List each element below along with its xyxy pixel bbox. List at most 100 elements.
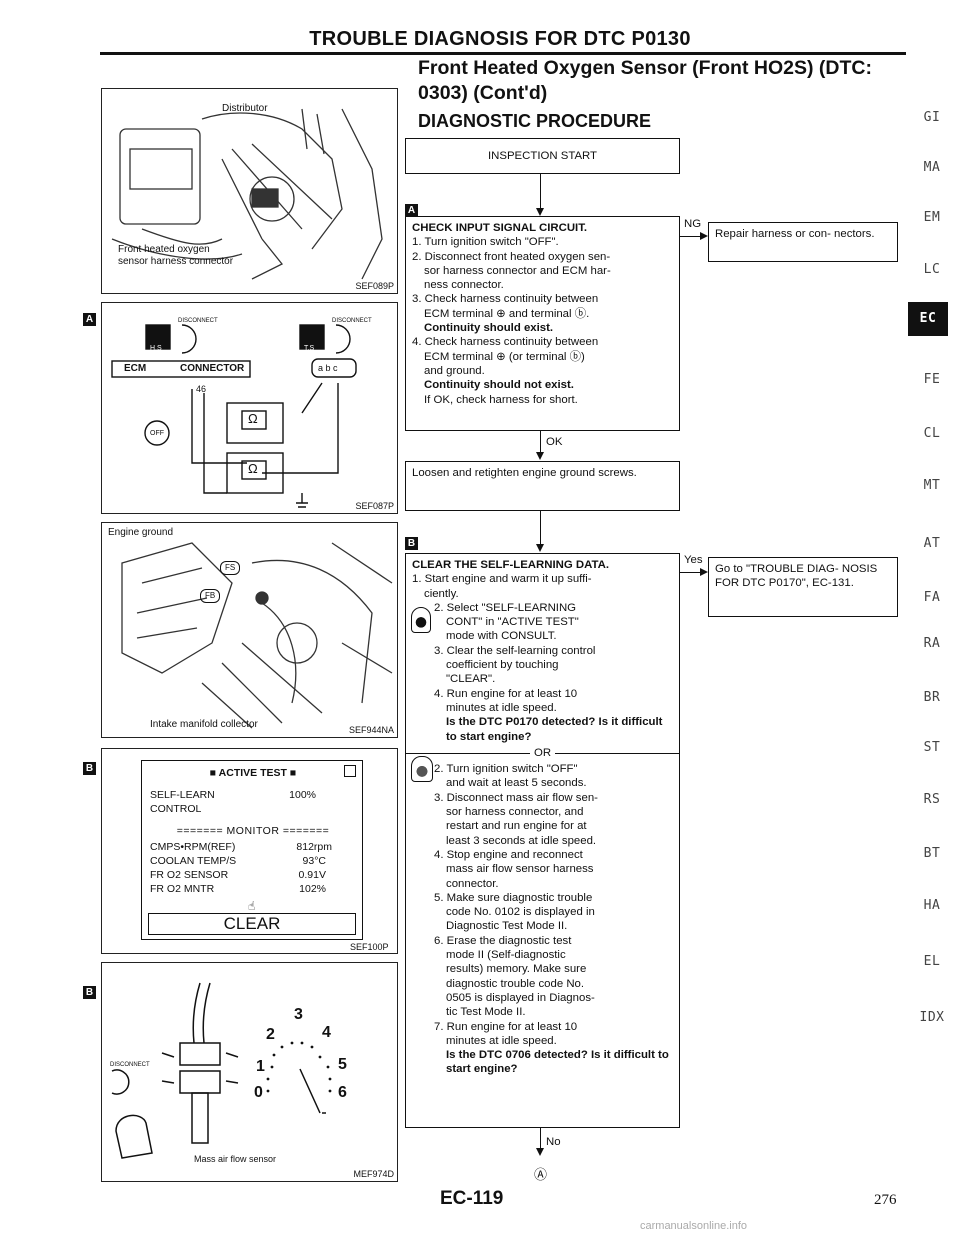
footer-page-number: 276 xyxy=(874,1192,897,1208)
gauge-tick-label: 0 xyxy=(254,1084,263,1101)
label-no: No xyxy=(546,1136,561,1148)
gauge-tick-label: 2 xyxy=(266,1026,275,1043)
flow-step-check-input: CHECK INPUT SIGNAL CIRCUIT. 1. Turn igni… xyxy=(405,216,680,431)
consult-checkbox-icon[interactable] xyxy=(344,765,356,777)
label-connector-2: sensor harness connector xyxy=(118,256,234,267)
consult-clear-button[interactable]: CLEAR xyxy=(148,913,356,935)
step-line: 3. Check harness continuity between xyxy=(412,293,599,306)
tab-gi[interactable]: GI xyxy=(923,110,941,125)
step-line: 3. Disconnect mass air flow sen- xyxy=(434,791,598,804)
step-line: 3. Clear the self-learning control xyxy=(434,644,596,657)
step-bold: Is the DTC 0706 detected? Is it difficul… xyxy=(446,1049,669,1076)
badge-hs: H.S xyxy=(150,345,162,352)
page-header: TROUBLE DIAGNOSIS FOR DTC P0130 xyxy=(309,28,691,50)
flow-arrow-down xyxy=(536,544,544,552)
tab-fe[interactable]: FE xyxy=(923,372,941,387)
step-line: ness connector. xyxy=(424,279,504,292)
tab-ec[interactable]: EC xyxy=(908,302,948,336)
mass-air-flow-drawing xyxy=(111,982,332,1159)
tab-at[interactable]: AT xyxy=(923,536,941,551)
tab-rs[interactable]: RS xyxy=(923,792,941,807)
step-title: CLEAR THE SELF-LEARNING DATA. xyxy=(412,559,610,571)
tab-el[interactable]: EL xyxy=(923,954,941,969)
square-bullet-icon: ■ xyxy=(209,767,219,779)
marker-b-left-1: B xyxy=(83,762,96,775)
flow-step-clear-learning: CLEAR THE SELF-LEARNING DATA. 1. Start e… xyxy=(405,553,680,1128)
marker-b-flow: B xyxy=(405,537,418,550)
tab-lc[interactable]: LC xyxy=(923,262,941,277)
flow-arrow-right xyxy=(700,232,708,240)
label-key-off: OFF xyxy=(150,430,164,437)
step-line: least 3 seconds at idle speed. xyxy=(446,834,597,847)
tab-br[interactable]: BR xyxy=(923,690,941,705)
step-line: diagnostic trouble code No. xyxy=(446,977,585,990)
flow-step-ground: Loosen and retighten engine ground screw… xyxy=(405,461,680,511)
watermark: carmanualsonline.info xyxy=(640,1220,748,1232)
gauge-tick-label: 1 xyxy=(256,1058,265,1075)
label-ng: NG xyxy=(684,218,702,230)
step-line: 2. Turn ignition switch "OFF" xyxy=(434,763,578,776)
section-title: Front Heated Oxygen Sensor (Front HO2S) … xyxy=(418,57,872,104)
label-distributor: Distributor xyxy=(222,103,268,114)
tab-cl[interactable]: CL xyxy=(923,426,941,441)
step-line: 0505 is displayed in Diagnos- xyxy=(446,991,595,1004)
engine-ground-drawing xyxy=(121,542,393,729)
end-marker: Ⓐ xyxy=(534,1167,548,1182)
gauge-tick-label: 5 xyxy=(338,1056,347,1073)
step-line: 4. Stop engine and reconnect xyxy=(434,848,583,861)
step-line: ciently. xyxy=(424,587,459,600)
flow-arrow-down xyxy=(536,1148,544,1156)
tab-st[interactable]: ST xyxy=(923,740,941,755)
header-rule xyxy=(100,52,906,55)
step-line: mode with CONSULT. xyxy=(446,630,557,643)
step-line: tic Test Mode II. xyxy=(446,1006,526,1019)
label-ohm-2: Ω xyxy=(248,461,258,476)
gauge-tick-label: 3 xyxy=(294,1006,303,1023)
step-line: mode II (Self-diagnostic xyxy=(446,949,566,962)
step-line: "CLEAR". xyxy=(446,673,496,686)
label-mass-air-flow-sensor: Mass air flow sensor xyxy=(194,1154,277,1164)
consult-icon xyxy=(411,607,431,633)
tab-ra[interactable]: RA xyxy=(923,636,941,651)
step-line: Diagnostic Test Mode II. xyxy=(446,920,568,933)
tab-mt[interactable]: MT xyxy=(923,478,941,493)
step-line: minutes at idle speed. xyxy=(446,701,557,714)
step-line: 1. Start engine and warm it up suffi- xyxy=(412,573,592,586)
step-line: minutes at idle speed. xyxy=(446,1034,557,1047)
tab-em[interactable]: EM xyxy=(923,210,941,225)
step-line: ECM terminal ⊕ (or terminal ⓑ) xyxy=(424,350,585,363)
flow-connector xyxy=(540,511,541,547)
step-bold: Is the DTC P0170 detected? Is it difficu… xyxy=(446,716,663,743)
step-line: sor harness connector, and xyxy=(446,806,584,819)
flow-arrow-down xyxy=(536,452,544,460)
flow-repair-box: Repair harness or con- nectors. xyxy=(708,222,898,262)
label-yes: Yes xyxy=(684,554,703,566)
step-line: connector. xyxy=(446,877,499,890)
label-pins: a b c xyxy=(318,363,338,373)
step-line: CONT" in "ACTIVE TEST" xyxy=(446,616,579,629)
consult-row: CONTROL xyxy=(150,803,202,815)
step-title: CHECK INPUT SIGNAL CIRCUIT. xyxy=(412,222,588,234)
step-line: If OK, check harness for short. xyxy=(424,393,578,406)
tab-idx[interactable]: IDX xyxy=(919,1010,945,1025)
gauge-tick-label: 6 xyxy=(338,1084,347,1101)
tag-fb: FB xyxy=(200,589,221,603)
step-line: restart and run engine for at xyxy=(446,820,587,833)
or-label: OR xyxy=(529,746,556,759)
tag-fs: FS xyxy=(220,561,241,575)
step-line: 5. Make sure diagnostic trouble xyxy=(434,891,593,904)
tab-bt[interactable]: BT xyxy=(923,846,941,861)
figure-engine-ground: Engine ground FS FB Intake manifold coll… xyxy=(101,522,398,738)
tab-fa[interactable]: FA xyxy=(923,590,941,605)
tab-ma[interactable]: MA xyxy=(923,160,941,175)
tab-ha[interactable]: HA xyxy=(923,898,941,913)
pointer-hand-icon: ☝ xyxy=(248,899,256,913)
step-line: 7. Run engine for at least 10 xyxy=(434,1020,578,1033)
figure-consult-screen xyxy=(101,748,398,954)
flow-connector xyxy=(540,174,541,210)
step-bold: Continuity should not exist. xyxy=(424,379,574,392)
